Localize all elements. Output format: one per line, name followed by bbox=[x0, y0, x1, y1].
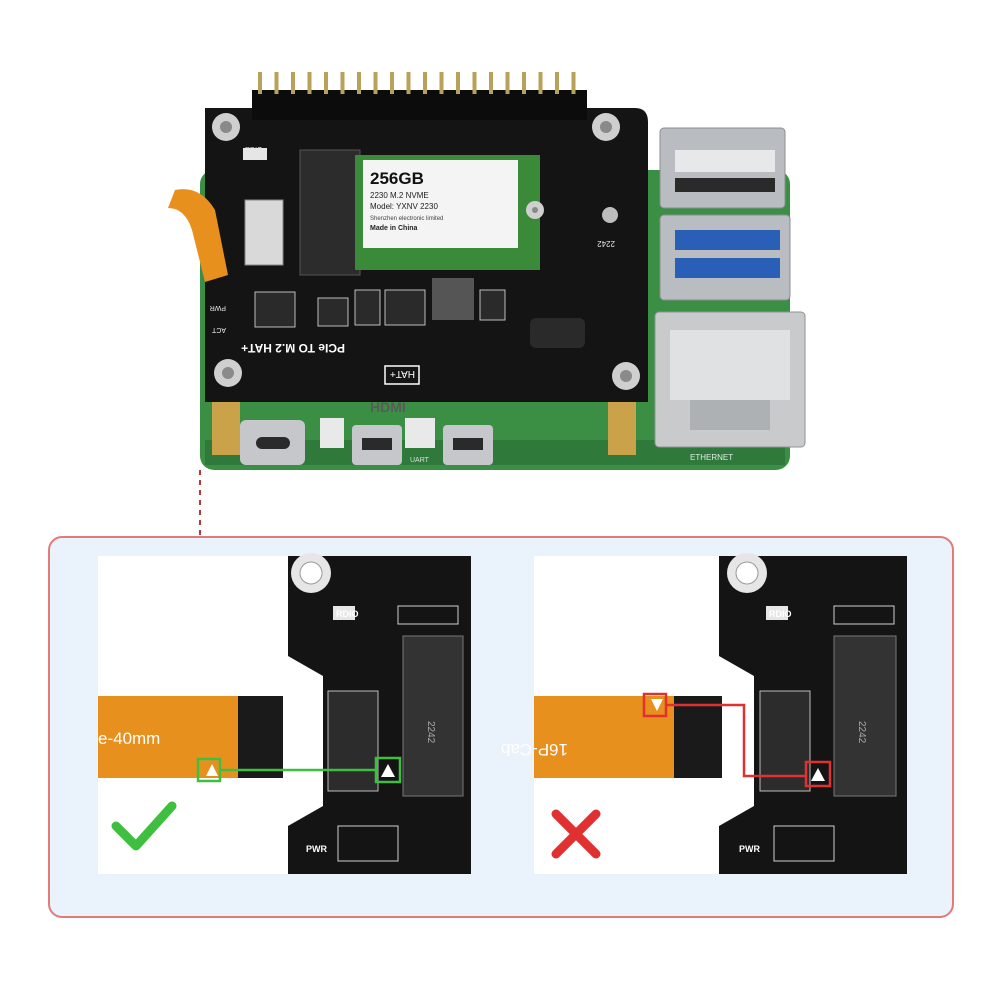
hat-title: PCIe TO M.2 HAT+ bbox=[241, 341, 345, 355]
ethernet-label: ETHERNET bbox=[690, 453, 733, 462]
screw-hole bbox=[602, 207, 618, 223]
cross-icon bbox=[551, 809, 601, 859]
gpio-pin bbox=[357, 72, 361, 94]
standoff bbox=[212, 395, 240, 455]
gpio-pin bbox=[274, 72, 279, 94]
ssd-maker: Shenzhen electronic limited bbox=[370, 216, 443, 222]
flex-cable bbox=[168, 189, 228, 282]
rdio-label: RDIO bbox=[336, 609, 359, 619]
cable-text: 16P-Cab bbox=[501, 740, 568, 759]
incorrect-example: RDIO 2242 PWR 16P-Cab bbox=[501, 553, 907, 874]
gpio-pin bbox=[291, 72, 295, 94]
usb-ports bbox=[659, 127, 791, 301]
ssd-form: 2230 M.2 NVME bbox=[370, 191, 429, 200]
rdio-label: RDIO bbox=[245, 147, 263, 154]
gpio-pin bbox=[373, 72, 378, 94]
slot-label: 2242 bbox=[425, 721, 436, 744]
resistor bbox=[243, 148, 267, 160]
ethernet-port bbox=[654, 311, 806, 448]
gpio-pin bbox=[390, 72, 394, 94]
gpio-pin bbox=[555, 72, 559, 94]
ssd-card: 256GB 2230 M.2 NVME Model: YXNV 2230 She… bbox=[355, 155, 544, 270]
gpio-pin bbox=[307, 72, 312, 94]
pwr-label: PWR bbox=[210, 304, 226, 311]
correct-example: RDIO 2242 PWR e-40mm bbox=[98, 553, 471, 874]
mounting-hole bbox=[212, 113, 640, 390]
act-label: ACT bbox=[211, 326, 226, 333]
cable-stiffener bbox=[674, 696, 722, 778]
cable-stiffener bbox=[238, 696, 283, 778]
chip bbox=[432, 278, 474, 320]
ssd-model: Model: YXNV 2230 bbox=[370, 202, 438, 211]
fpc-connector bbox=[244, 199, 284, 266]
gpio-pin bbox=[456, 72, 460, 94]
gpio-pin bbox=[406, 72, 411, 94]
connector-marker bbox=[374, 756, 402, 784]
standoff bbox=[608, 395, 636, 455]
m2-slot bbox=[402, 635, 464, 797]
rdio-label: RDIO bbox=[769, 609, 792, 619]
board-photo: UART HDMI ETHERNET 256GB 2230 M.2 NVME M… bbox=[168, 72, 806, 540]
m2-slot bbox=[299, 149, 361, 276]
alignment-line bbox=[666, 703, 806, 778]
pwr-label: PWR bbox=[739, 844, 760, 854]
m2-slot bbox=[833, 635, 897, 797]
ribbon-cable bbox=[534, 696, 679, 778]
hat-badge: HAT+ bbox=[390, 368, 415, 379]
hat-badge-frame bbox=[384, 365, 420, 385]
gpio-pin bbox=[439, 72, 444, 94]
connector bbox=[320, 418, 344, 448]
pwr-label: PWR bbox=[306, 844, 327, 854]
gpio-pin bbox=[258, 72, 262, 94]
hdmi-label: HDMI bbox=[370, 399, 406, 415]
gpio-pin bbox=[423, 72, 427, 94]
fpc-connector bbox=[759, 690, 811, 792]
uart-label: UART bbox=[410, 457, 430, 464]
slot-2242-label: 2242 bbox=[597, 239, 615, 248]
slot-label: 2242 bbox=[856, 721, 867, 744]
connector-marker bbox=[804, 760, 832, 788]
gpio-pin bbox=[571, 72, 576, 94]
fpc-connector bbox=[327, 690, 379, 792]
check-icon bbox=[111, 801, 177, 851]
ssd-origin: Made in China bbox=[370, 225, 418, 232]
gpio-pin bbox=[340, 72, 345, 94]
ssd-capacity: 256GB bbox=[370, 169, 424, 188]
cable-text: e-40mm bbox=[98, 729, 160, 748]
gpio-pin bbox=[324, 72, 328, 94]
gpio-pin bbox=[538, 72, 543, 94]
gpio-pin bbox=[522, 72, 526, 94]
gpio-pin bbox=[472, 72, 477, 94]
gpio-pin bbox=[489, 72, 493, 94]
connector bbox=[405, 418, 435, 448]
gpio-header bbox=[252, 72, 587, 120]
gpio-pin bbox=[505, 72, 510, 94]
